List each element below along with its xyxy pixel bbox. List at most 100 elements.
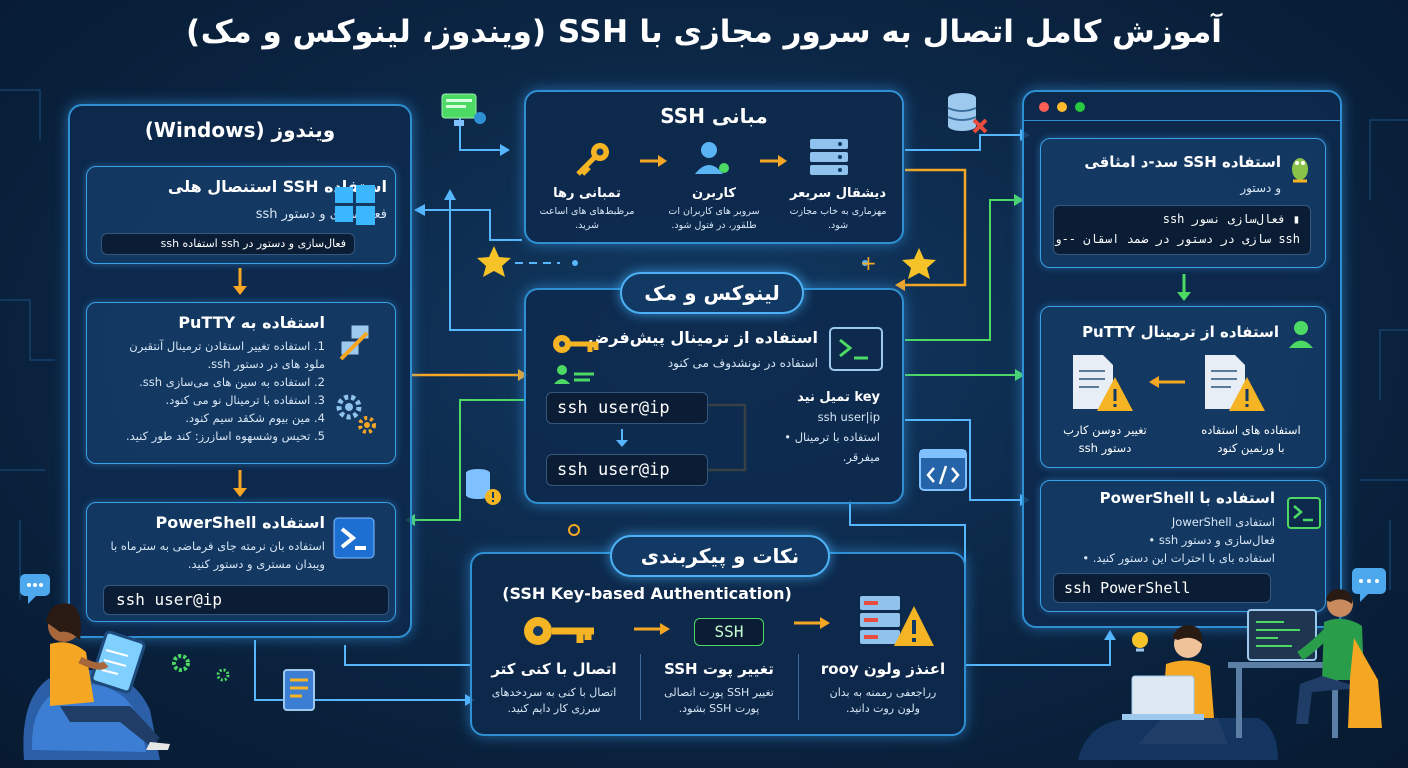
people-with-laptops-illustration	[1078, 568, 1386, 760]
svg-text:+: +	[860, 251, 877, 275]
key-icon	[576, 143, 609, 176]
ssh-basics-panel: مبانی SSH تمبانی رها مرظبط‌های های اساعت…	[524, 90, 904, 244]
user-icon	[695, 142, 729, 174]
linux-tux-icon	[1292, 158, 1308, 183]
code-box: فعال‌سازی و دستور در ssh استفاده ssh	[101, 233, 355, 255]
card-line: استفاده بای با احترات این دستور کنید. •	[1082, 551, 1275, 565]
key-line: ssh user|ip	[817, 410, 880, 424]
tip-desc: اتصال با کنی به سردخدهای	[491, 686, 617, 699]
document-icon	[283, 669, 315, 711]
page-title: آموزش کامل اتصال به سرور مجازی با SSH (و…	[186, 14, 1222, 50]
arrow-right-icon	[760, 155, 787, 167]
tip-desc: ولون روت دانید.	[845, 702, 920, 715]
ssh-basics-title: مبانی SSH	[660, 104, 768, 128]
card-title: استفاده SSH سد-د امثاقی	[1084, 153, 1281, 171]
step-desc: شرید.	[575, 220, 599, 231]
window-titlebar-divider	[1024, 120, 1340, 121]
windows-putty-card: استفاده به PuTTY 1. استفاده تغییر استقاد…	[86, 302, 396, 464]
caption: تغییر دوسن کارب	[1063, 423, 1147, 437]
windows-panel-title: ویندوز (Windows)	[144, 118, 336, 142]
arrow-down-icon	[233, 470, 247, 497]
caption: با ورنمین کنود	[1217, 441, 1285, 455]
code-box: ssh user@ip	[546, 454, 708, 486]
tips-panel: (SSH Key-based Authentication) SSH اتصال…	[470, 552, 966, 736]
card-subtitle: و دستور	[1240, 181, 1281, 195]
caption: استفاده های استفاده	[1201, 423, 1301, 437]
server-warning-icon	[860, 596, 934, 646]
arrow-down-icon	[616, 429, 628, 447]
list-item: 1. استفاده تغییر استقادن ترمینال آنتقبرن	[129, 339, 325, 353]
putty-icon	[339, 324, 370, 361]
linux-mac-panel: استفاده از ترمینال پیش‌فرض استفاده در نو…	[524, 288, 904, 504]
arrow-right-icon	[794, 617, 830, 629]
card-title: استفاده PowerShell	[155, 513, 325, 532]
step-desc: شود.	[827, 220, 849, 231]
terminal-icon	[1287, 497, 1321, 529]
code-window-icon	[919, 449, 967, 491]
step-desc: مهزماری به خاب مجازت	[789, 206, 887, 217]
database-alert-icon	[466, 469, 501, 505]
linux-mac-title-text: لینوکس و مک	[644, 281, 780, 305]
caption: دستور ssh	[1078, 441, 1132, 455]
card-line: فعال‌سازی و دستور ssh •	[1148, 533, 1275, 547]
right-window-panel: استفاده SSH سد-د امثاقی و دستور ▮ فعال‌س…	[1022, 90, 1342, 628]
tip-desc: سرزی کار دایم کنید.	[507, 702, 601, 715]
card-desc: ویبدان مستری و دستور کنید.	[187, 557, 325, 571]
terminal-icon	[829, 327, 883, 371]
code-box: ▮ فعال‌سازی نسور ssh ‏ssh سازی در دستور …	[1053, 205, 1311, 255]
terminal-title: استفاده از ترمینال پیش‌فرض	[587, 328, 818, 347]
arrow-right-icon	[634, 623, 670, 635]
tip-title: تغییر پوت SSH	[664, 660, 774, 678]
key-line: استفاده با ترمینال •	[784, 430, 880, 444]
code-line: ‏ssh سازی در دستور در ضمد اسقان --و	[1054, 232, 1300, 246]
divider	[640, 654, 641, 720]
list-item: 2. استفاده به سین های می‌سازی ssh.	[139, 375, 325, 389]
card-title: استفاده به PuTTY	[178, 313, 325, 332]
tips-title-text: نکات و پیکربندی	[640, 544, 800, 568]
document-warning-icon	[1205, 355, 1265, 411]
list-item: 4. مین بیوم شکقد سیم کنود.	[185, 411, 325, 425]
step-desc: سروبر های کاربران ات	[668, 206, 760, 217]
right-powershell-card: استفاده با PowerShell استفادی JowerShell…	[1040, 480, 1326, 612]
powershell-icon	[333, 517, 375, 559]
card-line: استفادی JowerShell	[1171, 515, 1275, 529]
tip-title: اتصال با کنی کتر	[491, 660, 617, 678]
arrow-down-icon	[1177, 274, 1191, 301]
windows-panel: ویندوز (Windows) استفاده SSH استنصال هلی…	[68, 104, 412, 638]
tip-desc: تغییر SSH پورت اتصالی	[664, 686, 774, 699]
card-title: استفاده با PowerShell	[1099, 489, 1275, 507]
step-desc: طلقور، در فتول شود.	[671, 220, 757, 231]
tip-desc: رراجعفی رممنه به بدان	[829, 686, 937, 699]
linux-mac-title: لینوکس و مک	[620, 272, 804, 314]
gears-icon	[336, 394, 376, 434]
tip-title: اعنذز ولون rooy	[820, 660, 946, 678]
tip-desc: پورت SSH بشود.	[678, 702, 760, 715]
arrow-left-icon	[1149, 376, 1185, 388]
server-icon	[810, 139, 848, 175]
gear-icon	[172, 654, 190, 672]
step-title: کاربرن	[692, 186, 736, 201]
tips-title: نکات و پیکربندی	[610, 535, 830, 577]
key-title: key تمیل نید	[797, 390, 880, 405]
arrow-right-icon	[640, 155, 667, 167]
key-icon	[524, 617, 594, 645]
right-ssh-card: استفاده SSH سد-د امثاقی و دستور ▮ فعال‌س…	[1040, 138, 1326, 268]
keys-user-icon	[553, 335, 599, 384]
list-item: 5. تحیس وشسهوه اسازرز: کند طور کنید.	[126, 429, 325, 443]
code-box: ssh user@ip	[103, 585, 389, 615]
card-desc: استفاده بان نرمته جای فرماضی به سترماه ب…	[110, 539, 325, 553]
windows-powershell-card: استفاده PowerShell استفاده بان نرمته جای…	[86, 502, 396, 622]
monitor-icon	[441, 93, 486, 126]
window-controls	[1039, 102, 1085, 112]
database-error-icon	[947, 93, 988, 134]
user-icon	[1289, 321, 1313, 348]
code-box: ssh PowerShell	[1053, 573, 1271, 603]
step-title: دیشقال سربعر	[789, 186, 886, 201]
windows-logo-icon	[335, 185, 375, 225]
tips-subtitle: (SSH Key-based Authentication)	[502, 584, 792, 603]
list-item: ملود های در دستور ssh.	[207, 357, 325, 371]
card-title: استفاده از ترمینال PuTTY	[1082, 323, 1279, 341]
step-desc: مرظبط‌های های اساعت	[539, 206, 635, 217]
divider	[798, 654, 799, 720]
step-title: تمبانی رها	[553, 186, 621, 201]
